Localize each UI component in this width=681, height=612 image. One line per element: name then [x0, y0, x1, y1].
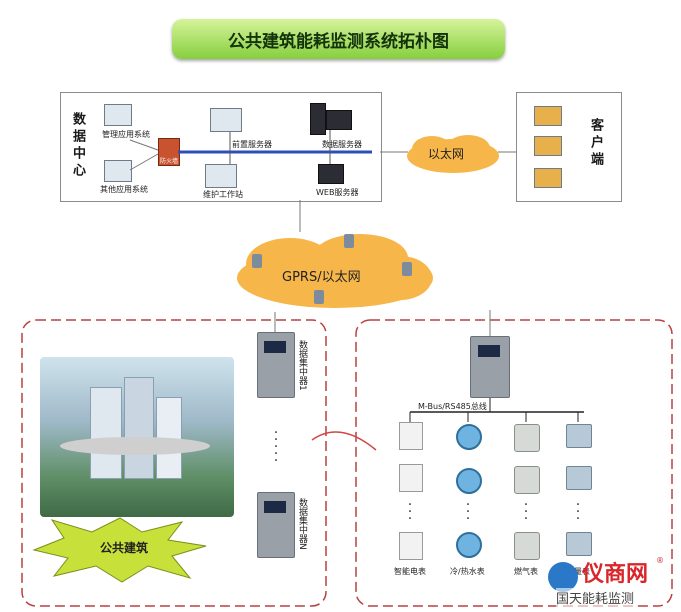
client-label: 客户端: [588, 118, 603, 169]
meter-concentrator-icon: [470, 336, 510, 398]
starburst: [32, 517, 207, 583]
mgmt-app-monitor-icon: [104, 104, 132, 126]
ethernet-cloud: [407, 135, 499, 173]
electric-meter-icon: [399, 532, 423, 560]
gas-meter-icon: [514, 532, 540, 560]
antenna-icon: [402, 262, 412, 276]
water-meter-icon: [456, 424, 482, 450]
diagram-title: 公共建筑能耗监测系统拓朴图: [228, 31, 449, 52]
concentrator-1-label: 数据集中器1: [297, 340, 307, 391]
electric-meter-ellipsis: ···: [407, 497, 413, 527]
water-meter-icon: [456, 468, 482, 494]
data-center-label: 数据中心: [70, 112, 85, 180]
client-box: [516, 92, 622, 202]
left-dashed-region: [21, 319, 327, 607]
water-meter-icon: [456, 532, 482, 558]
client-monitor-1-icon: [534, 106, 562, 126]
watermark-caption: 国天能耗监测: [556, 588, 635, 607]
data-server-icon: [310, 103, 326, 135]
building-image: [40, 357, 234, 517]
antenna-icon: [314, 290, 324, 304]
antenna-icon: [344, 234, 354, 248]
data-server-screen-icon: [326, 110, 352, 130]
front-server-monitor-icon: [210, 108, 242, 132]
antenna-icon: [252, 254, 262, 268]
bus-label: M-Bus/RS485总线: [418, 402, 487, 411]
electric-meter-icon: [399, 422, 423, 450]
right-dashed-region: [355, 319, 673, 607]
web-server-label: WEB服务器: [316, 188, 359, 197]
heat-meter-icon: [566, 424, 592, 448]
building-label: 公共建筑: [100, 541, 149, 555]
firewall-label: 防火墙: [160, 158, 179, 165]
other-app-monitor-icon: [104, 160, 132, 182]
watermark-emblem-icon: [548, 562, 578, 592]
link-arc: [311, 431, 377, 451]
client-monitor-3-icon: [534, 168, 562, 188]
other-app-label: 其他应用系统: [100, 185, 148, 194]
concentrator-ellipsis: ·····: [273, 425, 279, 469]
watermark-reg: ®: [656, 556, 664, 565]
concentrator-n-label: 数据集中器N: [297, 498, 307, 550]
front-server-label: 前置服务器: [232, 140, 272, 149]
heat-meter-ellipsis: ···: [575, 497, 581, 527]
workstation-label: 维护工作站: [203, 190, 243, 199]
heat-meter-icon: [566, 466, 592, 490]
concentrator-n-icon: [257, 492, 295, 558]
electric-meter-icon: [399, 464, 423, 492]
gas-meter-label: 燃气表: [514, 567, 538, 576]
gas-meter-ellipsis: ···: [523, 497, 529, 527]
electric-meter-label: 智能电表: [394, 567, 426, 576]
watermark-logo: 仪商网 ® 国天能耗监测: [548, 556, 668, 610]
water-meter-label: 冷/热水表: [450, 567, 485, 576]
heat-meter-icon: [566, 532, 592, 556]
client-monitor-2-icon: [534, 136, 562, 156]
watermark-brand: 仪商网: [582, 561, 649, 587]
ethernet-label: 以太网: [428, 147, 465, 161]
data-server-label: 数据服务器: [322, 140, 362, 149]
concentrator-1-icon: [257, 332, 295, 398]
gprs-cloud: [237, 234, 433, 308]
heat-meter-label: 热量表: [566, 567, 590, 576]
gprs-cloud-label: GPRS/以太网: [282, 270, 361, 285]
water-meter-ellipsis: ···: [465, 497, 471, 527]
workstation-monitor-icon: [205, 164, 237, 188]
title-banner: 公共建筑能耗监测系统拓朴图: [172, 19, 505, 59]
gas-meter-icon: [514, 424, 540, 452]
web-server-icon: [318, 164, 344, 184]
gas-meter-icon: [514, 466, 540, 494]
mgmt-app-label: 管理应用系统: [102, 130, 150, 139]
